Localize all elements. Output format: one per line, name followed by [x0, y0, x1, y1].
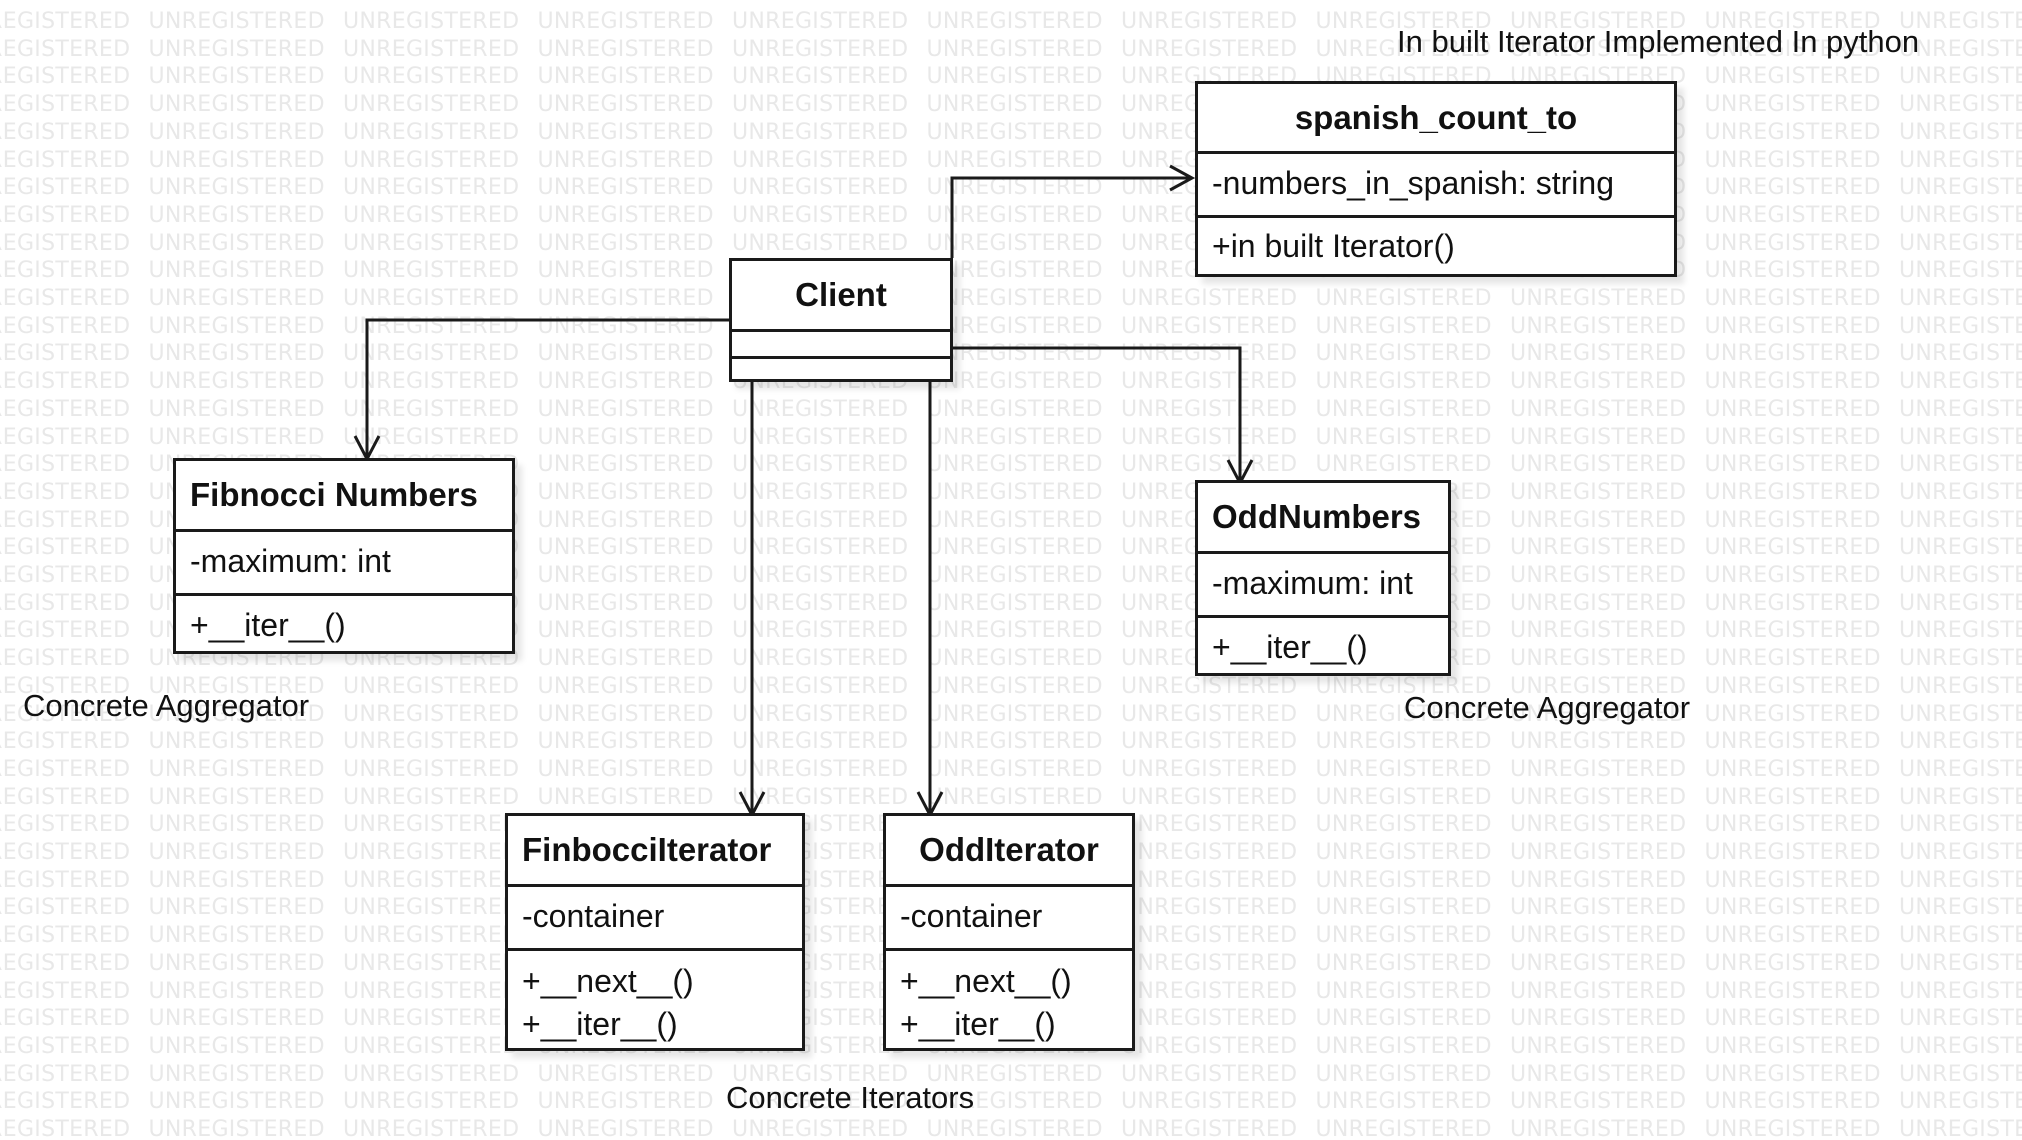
class-operations: +__iter__()	[1198, 618, 1448, 676]
arrowhead-spanish	[1169, 164, 1196, 192]
class-attributes: -maximum: int	[176, 532, 512, 596]
class-operations: +__iter__()	[176, 596, 512, 654]
class-attributes	[732, 332, 950, 359]
note-concrete-iterators: Concrete Iterators	[726, 1080, 975, 1115]
note-concrete-aggregator-right: Concrete Aggregator	[1404, 690, 1691, 725]
attribute: -numbers_in_spanish: string	[1212, 165, 1614, 201]
note-concrete-aggregator-left: Concrete Aggregator	[23, 688, 310, 723]
class-attributes: -numbers_in_spanish: string	[1198, 154, 1674, 218]
class-operations: +in built Iterator()	[1198, 218, 1674, 274]
class-operations: +__next__() +__iter__()	[886, 951, 1132, 1045]
class-name: OddNumbers	[1198, 483, 1448, 554]
attribute: -container	[522, 898, 665, 934]
attribute: -maximum: int	[1212, 565, 1413, 601]
operation: +__iter__()	[900, 1006, 1056, 1042]
attribute: -container	[900, 898, 1043, 934]
class-fibonacci-numbers[interactable]: Fibnocci Numbers -maximum: int +__iter__…	[173, 458, 515, 654]
operation: +__next__()	[522, 963, 694, 999]
operation: +__iter__()	[522, 1006, 678, 1042]
operation: +__iter__()	[190, 607, 346, 643]
class-attributes: -container	[508, 887, 802, 951]
class-attributes: -container	[886, 887, 1132, 951]
class-name: OddIterator	[886, 816, 1132, 887]
class-odd-iterator[interactable]: OddIterator -container +__next__() +__it…	[883, 813, 1135, 1051]
edge-client-oddnumbers	[952, 346, 1242, 480]
class-odd-numbers[interactable]: OddNumbers -maximum: int +__iter__()	[1195, 480, 1451, 676]
class-name: Client	[732, 261, 950, 332]
class-attributes: -maximum: int	[1198, 554, 1448, 618]
attribute: -maximum: int	[190, 543, 391, 579]
class-name: Fibnocci Numbers	[176, 461, 512, 532]
operation: +in built Iterator()	[1212, 228, 1455, 264]
operation: +__iter__()	[1212, 629, 1368, 665]
class-fibonacci-iterator[interactable]: FinbocciIterator -container +__next__() …	[505, 813, 805, 1051]
class-name: FinbocciIterator	[508, 816, 802, 887]
class-name: spanish_count_to	[1198, 84, 1674, 154]
class-spanish-count-to[interactable]: spanish_count_to -numbers_in_spanish: st…	[1195, 81, 1677, 277]
edge-client-spanish	[950, 176, 1190, 258]
note-in-built-iterator: In built Iterator Implemented In python	[1397, 24, 1920, 59]
edge-client-fibonacci	[365, 318, 730, 456]
class-client[interactable]: Client	[729, 258, 953, 382]
operation: +__next__()	[900, 963, 1072, 999]
class-operations: +__next__() +__iter__()	[508, 951, 802, 1045]
